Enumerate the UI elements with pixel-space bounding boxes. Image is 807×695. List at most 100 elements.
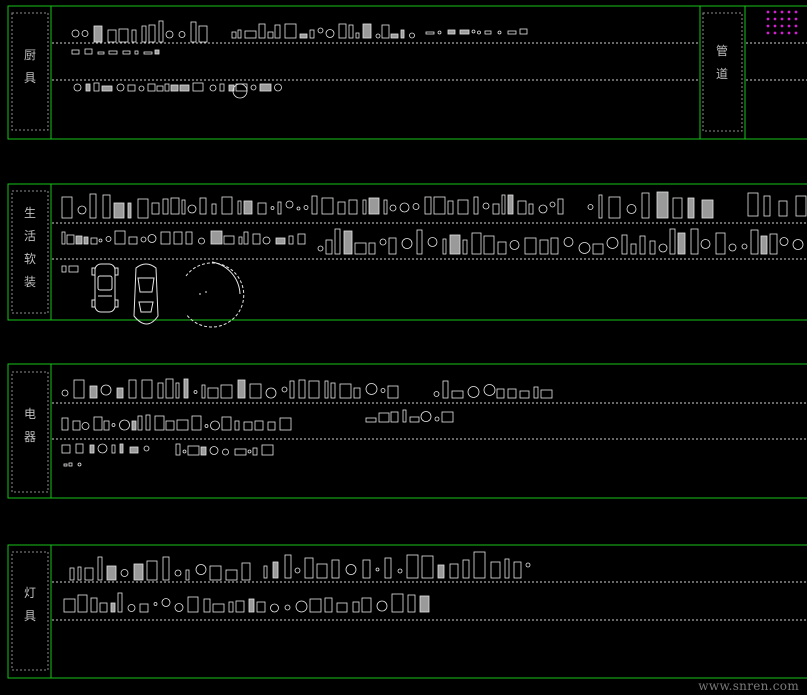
cad-symbol — [528, 203, 534, 215]
cad-symbol — [355, 32, 360, 39]
cad-symbol — [484, 30, 492, 35]
pipe-legend-dot — [787, 10, 791, 14]
cad-symbol — [133, 563, 144, 581]
cad-symbol — [509, 240, 520, 250]
pipe-legend-dot — [794, 31, 798, 35]
cad-symbol — [111, 444, 116, 454]
cad-symbol — [185, 569, 190, 581]
cad-symbol — [298, 379, 306, 399]
cad-symbol — [68, 462, 73, 467]
cad-symbol — [93, 416, 103, 431]
cad-symbol — [199, 197, 207, 215]
cad-symbol — [462, 239, 468, 255]
cad-symbol — [304, 557, 314, 579]
cad-symbol — [419, 595, 430, 613]
cad-symbol — [61, 417, 69, 431]
section-appliance — [7, 363, 807, 499]
cad-symbol — [331, 559, 340, 579]
cad-symbol — [137, 198, 149, 219]
cad-symbol — [795, 195, 807, 217]
cad-symbol — [212, 603, 225, 613]
cad-symbol — [61, 265, 67, 273]
cad-symbol — [630, 243, 637, 255]
cad-symbol — [170, 197, 180, 215]
cad-symbol — [483, 235, 495, 255]
cad-symbol — [192, 82, 204, 92]
cad-symbol — [61, 196, 73, 219]
cad-symbol — [237, 200, 242, 215]
cad-symbol — [77, 566, 82, 581]
cad-symbol — [362, 23, 372, 39]
pipe-legend-dot — [787, 24, 791, 28]
cad-symbol — [381, 24, 390, 39]
cad-symbol — [760, 235, 768, 255]
cad-symbol — [151, 202, 160, 215]
cad-symbol — [747, 192, 759, 217]
cad-symbol — [68, 265, 79, 273]
cad-symbol — [75, 443, 84, 454]
cad-symbol — [174, 603, 184, 612]
cad-symbol — [533, 386, 539, 399]
cad-symbol — [223, 235, 235, 245]
cad-symbol — [275, 237, 286, 245]
cad-symbol — [105, 236, 112, 242]
cad-symbol — [265, 387, 277, 399]
cad-symbol — [483, 384, 496, 396]
cad-symbol — [563, 237, 574, 247]
cad-symbol — [324, 597, 333, 613]
cad-symbol — [165, 420, 175, 431]
cad-symbol — [457, 199, 469, 215]
cad-symbol — [81, 422, 90, 430]
cad-symbol — [210, 230, 223, 245]
cad-symbol — [442, 380, 449, 399]
cad-symbol — [437, 564, 445, 579]
pipe-legend-dot — [773, 31, 777, 35]
cad-symbol — [164, 83, 170, 92]
cad-symbol — [289, 380, 295, 399]
cad-symbol — [77, 205, 87, 215]
cad-symbol — [106, 565, 117, 581]
cad-symbol — [116, 83, 125, 92]
cad-symbol — [145, 414, 151, 431]
cad-symbol — [473, 551, 486, 579]
cad-symbol — [343, 230, 353, 255]
cad-symbol — [97, 51, 105, 55]
cad-symbol — [769, 233, 778, 255]
cad-symbol — [325, 29, 335, 38]
cad-symbol — [281, 386, 288, 393]
category-label-lamps: 灯具 — [23, 586, 36, 623]
cad-symbol — [378, 412, 390, 423]
cad-symbol — [248, 598, 255, 613]
cad-symbol — [279, 417, 292, 431]
cad-symbol — [120, 569, 129, 577]
cad-symbol — [368, 242, 376, 255]
pipe-legend-dot — [773, 10, 777, 14]
cad-symbol — [128, 379, 137, 399]
cad-symbol — [252, 447, 258, 456]
cad-symbol — [187, 596, 199, 613]
cad-symbol — [153, 602, 158, 606]
cad-symbol — [639, 235, 646, 255]
cad-symbol — [317, 27, 324, 34]
cad-symbol — [119, 419, 130, 431]
cad-symbol — [252, 233, 261, 245]
cad-symbol — [473, 196, 479, 215]
cad-symbol — [316, 563, 328, 579]
cad-symbol — [297, 233, 306, 245]
cad-symbol — [131, 420, 137, 431]
cad-symbol — [539, 239, 549, 255]
cad-symbol — [183, 378, 189, 399]
cad-symbol — [101, 85, 113, 92]
cad-symbol — [210, 420, 220, 431]
cad-symbol — [621, 234, 628, 255]
cad-symbol — [127, 84, 136, 92]
cad-symbol — [449, 234, 461, 255]
cad-symbol — [384, 557, 392, 579]
cad-symbol — [447, 29, 456, 35]
cad-symbol — [519, 28, 528, 35]
cad-symbol — [250, 84, 257, 91]
cad-symbol — [187, 445, 200, 456]
cad-symbol — [348, 24, 354, 39]
cad-symbol — [540, 389, 553, 399]
cad-symbol — [330, 382, 336, 399]
